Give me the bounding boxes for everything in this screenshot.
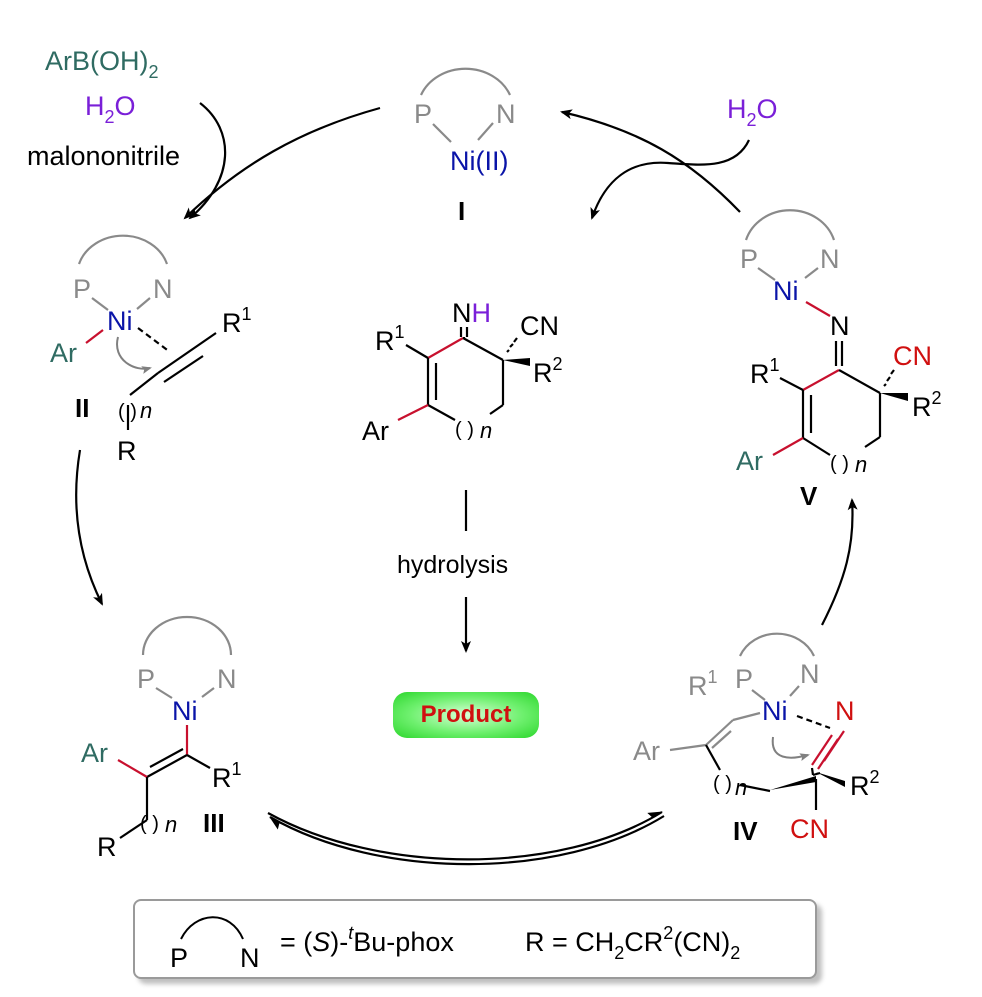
svg-text:Ar: Ar: [633, 736, 660, 766]
legend-box: P N = (S)-tBu-phox R = CH2CR2(CN)2: [133, 899, 817, 979]
svg-text:n: n: [140, 398, 152, 423]
water-reagent-label: H2O: [85, 91, 136, 127]
intermediate-V: P N Ni N CN R1 R2 Ar ( ) n V: [736, 209, 942, 511]
svg-text:Ni: Ni: [762, 696, 788, 726]
svg-text:N: N: [217, 664, 237, 694]
svg-text:Ar: Ar: [736, 446, 763, 476]
arylboronic-acid-label: ArB(OH)2: [45, 46, 159, 82]
svg-text:n: n: [165, 812, 177, 837]
intermediate-label-V: V: [800, 481, 818, 511]
svg-text:P: P: [73, 274, 91, 304]
ligand-N: N: [496, 99, 516, 129]
svg-text:NH: NH: [452, 298, 491, 328]
legend-content: P N = (S)-tBu-phox R = CH2CR2(CN)2: [170, 916, 740, 973]
svg-text:R1: R1: [375, 322, 405, 356]
intermediate-label-I: I: [458, 196, 465, 226]
intermediate-label-II: II: [75, 393, 89, 423]
migratory-insertion-arrow: [116, 336, 152, 374]
svg-text:P: P: [740, 244, 758, 274]
svg-text:N: N: [835, 696, 855, 726]
svg-text:( ): ( ): [455, 419, 474, 441]
svg-text:( ): ( ): [140, 813, 159, 835]
svg-text:Ni: Ni: [172, 696, 198, 726]
svg-text:n: n: [735, 775, 747, 800]
arrow-IV-to-V: [821, 498, 858, 626]
intermediate-II: P N Ni Ar R1 ( ) n R II: [50, 234, 252, 466]
equilibrium-arrow-forward: [267, 811, 663, 861]
svg-text:N: N: [153, 274, 173, 304]
R-group-definition: R = CH2CR2(CN)2: [525, 923, 740, 963]
center-imine-structure: NH CN R1 R2 Ar ( ) n: [362, 298, 563, 446]
svg-text:N: N: [830, 311, 850, 341]
svg-text:n: n: [855, 452, 867, 477]
svg-text:R1: R1: [212, 759, 242, 793]
water-entry-label: H2O: [727, 94, 778, 130]
intermediate-label-IV: IV: [733, 816, 758, 846]
svg-text:n: n: [480, 418, 492, 443]
cyclization-arrow: [771, 736, 810, 761]
intermediate-I: P N Ni(II) I: [414, 67, 516, 226]
arrow-V-to-I: [560, 109, 741, 213]
svg-text:R1: R1: [222, 304, 252, 338]
svg-text:R2: R2: [850, 767, 880, 801]
ligand-P: P: [414, 99, 432, 129]
reagent-entry-arrow: [188, 102, 227, 220]
intermediate-label-III: III: [203, 808, 225, 838]
svg-text:CN: CN: [520, 311, 559, 341]
svg-text:R: R: [117, 436, 137, 466]
product-badge: Product: [393, 692, 539, 738]
arrow-I-to-II: [183, 106, 381, 220]
svg-text:P: P: [735, 664, 753, 694]
svg-text:N: N: [800, 659, 820, 689]
svg-text:R: R: [97, 832, 117, 862]
svg-text:( ): ( ): [830, 453, 849, 475]
svg-text:R2: R2: [912, 388, 942, 422]
nickel-II-label: Ni(II): [450, 146, 508, 176]
equilibrium-arrow-reverse: [269, 815, 665, 866]
svg-text:CN: CN: [790, 814, 829, 844]
svg-text:Ar: Ar: [362, 416, 389, 446]
intermediate-III: P N Ni Ar R1 ( ) n R III: [81, 615, 242, 862]
aryl-label: Ar: [50, 338, 77, 368]
svg-text:R1: R1: [750, 355, 780, 389]
nickel-label: Ni: [107, 306, 133, 336]
svg-text:P: P: [137, 664, 155, 694]
svg-text:CN: CN: [893, 341, 932, 371]
legend-N: N: [240, 943, 260, 973]
water-to-center-arrow: [590, 139, 750, 220]
product-label: Product: [420, 701, 512, 728]
ligand-definition: = (S)-tBu-phox: [280, 923, 454, 957]
arrow-II-to-III: [75, 449, 103, 606]
ligand-arc-icon: [180, 916, 244, 940]
svg-text:( ): ( ): [713, 773, 732, 795]
malononitrile-label: malononitrile: [27, 141, 180, 171]
svg-text:R1: R1: [688, 667, 718, 701]
svg-text:Ar: Ar: [81, 738, 108, 768]
svg-text:Ni: Ni: [773, 276, 799, 306]
svg-text:N: N: [820, 244, 840, 274]
hydrolysis-label: hydrolysis: [397, 551, 508, 579]
intermediate-IV: P N R1 Ni Ar N CN R2 ( ) n IV: [633, 632, 880, 846]
legend-P: P: [170, 943, 188, 973]
svg-text:R2: R2: [533, 354, 563, 388]
